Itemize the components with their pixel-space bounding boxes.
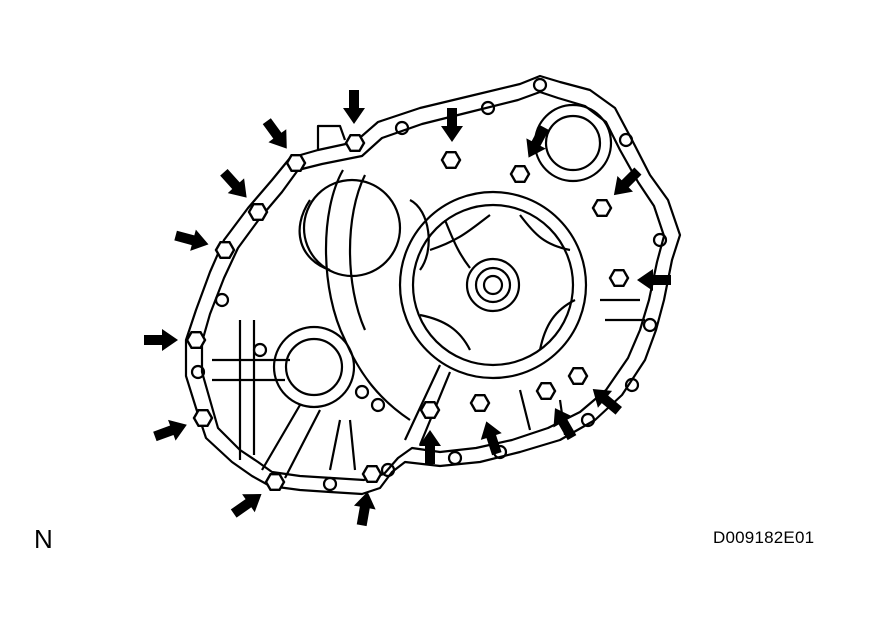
- pointer-arrows: [144, 90, 671, 527]
- hex-bolt-icon: [264, 472, 286, 492]
- arrow-icon: [144, 329, 178, 351]
- arrow-icon: [637, 269, 671, 291]
- hex-bolt-icon: [214, 240, 236, 260]
- hex-bolt-icon: [509, 164, 531, 184]
- hex-bolt-icon: [361, 464, 383, 484]
- hex-bolt-icon: [344, 133, 366, 153]
- hex-bolt-icon: [285, 153, 307, 173]
- bolt-markers: [185, 133, 630, 492]
- hex-bolt-icon: [608, 268, 630, 288]
- arrow-icon: [592, 388, 622, 415]
- arrow-icon: [441, 108, 463, 142]
- arrow-icon: [174, 229, 209, 251]
- arrow-icon: [480, 421, 502, 456]
- hex-bolt-icon: [535, 381, 557, 401]
- case-outline: [184, 74, 682, 496]
- arrow-icon: [230, 494, 262, 518]
- hex-bolt-icon: [440, 150, 462, 170]
- arrow-icon: [613, 167, 642, 196]
- hex-bolt-icon: [185, 330, 207, 350]
- hex-bolt-icon: [192, 408, 214, 428]
- arrow-icon: [153, 419, 187, 442]
- arrow-icon: [220, 168, 247, 198]
- hex-bolt-icon: [469, 393, 491, 413]
- figure-code-label: D009182E01: [713, 528, 815, 547]
- hex-bolt-icon: [567, 366, 589, 386]
- arrow-icon: [343, 90, 365, 124]
- hex-bolt-icon: [247, 202, 269, 222]
- arrow-icon: [526, 125, 549, 158]
- view-letter-label: N: [34, 524, 53, 554]
- hex-bolt-icon: [591, 198, 613, 218]
- hex-bolt-icon: [419, 400, 441, 420]
- arrow-icon: [353, 491, 376, 527]
- arrow-icon: [262, 118, 287, 149]
- arrow-icon: [419, 430, 441, 464]
- arrow-icon: [553, 408, 577, 441]
